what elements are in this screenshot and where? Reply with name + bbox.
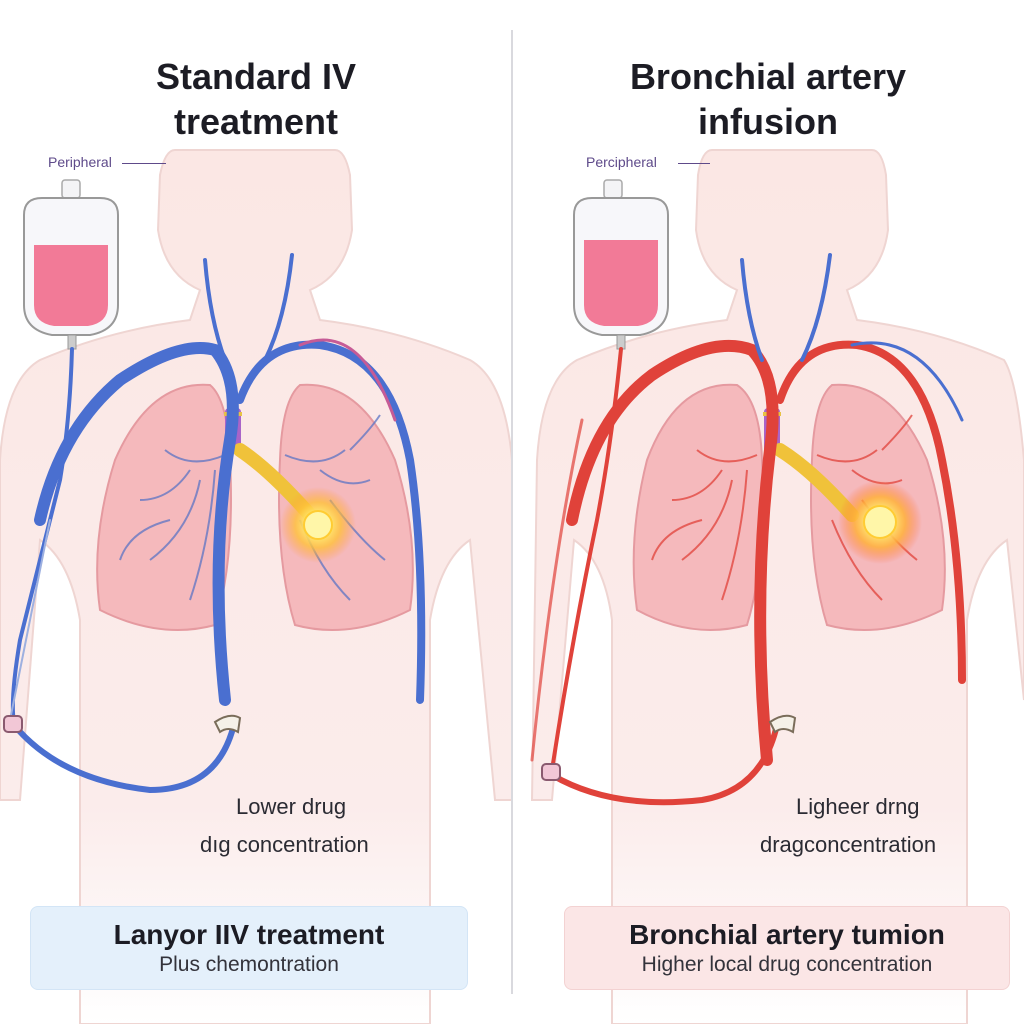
panel-title: Bronchial artery infusion (629, 56, 907, 142)
panel-standard-iv: Standard IV treatment Peripheral Lower d… (0, 56, 512, 1024)
summary-heading: Bronchial artery tumion (629, 919, 945, 950)
iv-bag (23, 179, 119, 350)
panel-title: Standard IV treatment (155, 56, 357, 142)
tumor-core (863, 505, 897, 539)
arterial-circulation (530, 253, 966, 806)
summary-heading: Lanyor IIV treatment (113, 919, 385, 950)
panel-bronchial-artery-infusion: Bronchial artery infusion Percipheral Li… (512, 0, 1024, 1024)
summary-box: Lanyor IIV treatment Plus chemontration (30, 906, 468, 990)
concentration-label: Lower drug dıg concentration (200, 794, 369, 857)
line-clip (213, 714, 242, 734)
venous-circulation (9, 253, 426, 794)
bronchial-infusion-illustration (530, 149, 1024, 1024)
panel-divider (511, 30, 513, 994)
standard-iv-illustration (0, 149, 512, 1024)
label-leader-line (678, 163, 710, 164)
summary-subtext: Plus chemontration (159, 953, 339, 976)
peripheral-label: Percipheral (586, 154, 657, 170)
line-clamp (3, 715, 23, 733)
line-clamp (541, 763, 561, 781)
line-clip (768, 714, 797, 734)
summary-box: Bronchial artery tumion Higher local dru… (564, 906, 1010, 990)
tumor-core (303, 510, 333, 540)
peripheral-label: Peripheral (48, 154, 112, 170)
bronchial-veins (119, 414, 386, 601)
iv-bag (573, 179, 669, 350)
concentration-label: Ligheer drng dragconcentration (760, 794, 937, 857)
summary-subtext: Higher local drug concentration (641, 953, 933, 976)
label-leader-line (122, 163, 166, 164)
